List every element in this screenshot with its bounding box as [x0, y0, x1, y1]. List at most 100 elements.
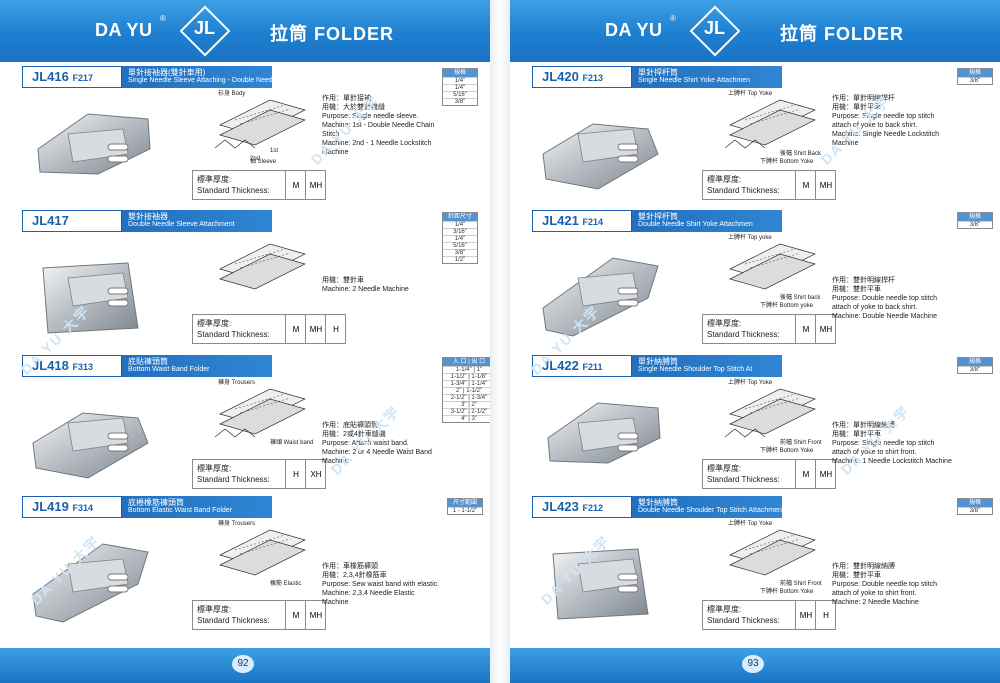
page-gutter — [490, 0, 510, 683]
folder-guide-shape — [577, 558, 639, 593]
chinese-name: 單針捍杆筒 — [638, 68, 678, 77]
stitch-line — [744, 534, 796, 551]
model-code-tab — [22, 210, 122, 232]
english-name: Single Needle Sleeve Attaching - Double … — [128, 77, 311, 84]
model-code-tab — [532, 355, 632, 377]
thickness-value: H — [325, 315, 346, 343]
page-number: 92 — [232, 655, 254, 673]
fabric-fold-diagram — [729, 243, 816, 290]
model-sub-code: F211 — [582, 362, 603, 372]
fabric-fold-diagram — [219, 243, 306, 290]
thickness-label: 標準厚度:Standard Thickness: — [707, 174, 780, 196]
thickness-value: M — [285, 171, 306, 199]
thickness-value: MH — [815, 171, 836, 199]
thickness-value: M — [285, 601, 306, 629]
page-number: 93 — [742, 655, 764, 673]
thickness-label: 標準厚度:Standard Thickness: — [707, 463, 780, 485]
size-table-row: 3/8" — [443, 249, 477, 256]
stitch-line — [239, 252, 291, 269]
thickness-label-en: Standard Thickness: — [707, 330, 780, 339]
mounting-slot-shape — [107, 299, 129, 307]
stitch-line — [744, 248, 796, 265]
purpose-line: Machine: 2,3,4 Needle Elastic Machine — [322, 590, 415, 606]
mounting-slot-shape — [617, 143, 639, 151]
fabric-fold-diagram — [729, 529, 816, 576]
stitch-line — [749, 397, 801, 414]
purpose-line: Purpose: Double needle top stitch attach… — [832, 581, 938, 597]
size-table-header: 針距尺寸 — [443, 213, 477, 221]
purpose-line: 作用：雙針明線納膊 — [832, 563, 895, 570]
thickness-label-zh: 標準厚度: — [707, 605, 742, 614]
size-table-header: 規格 — [958, 499, 992, 507]
diagram-label: 褲頭 Waist band — [270, 440, 314, 446]
model-sub-code: F213 — [582, 73, 603, 83]
purpose-line: Purpose: Single needle top stitch attach… — [832, 440, 935, 456]
fabric-fold-diagram — [214, 99, 306, 149]
folder-guide-shape — [577, 272, 639, 307]
stitch-line — [234, 248, 286, 265]
stitch-line — [744, 393, 796, 410]
stitch-line — [239, 108, 291, 125]
diagram-label: 褲身 Trousers — [218, 521, 256, 527]
size-table-row: 2-1/2" | 1-3/4" — [443, 394, 490, 401]
purpose-line: Purpose: Single needle top stitch attach… — [832, 113, 935, 129]
size-table-header: 規格 — [958, 358, 992, 366]
header-title: 拉筒 FOLDER — [780, 24, 904, 44]
thickness-label: 標準厚度:Standard Thickness: — [197, 463, 270, 485]
mounting-slot-shape — [107, 573, 129, 581]
thickness-value: H — [285, 460, 306, 488]
purpose-line: Purpose: Double needle top stitch attach… — [832, 295, 938, 311]
mounting-slot-shape — [617, 585, 639, 593]
diagram-label: 後幅 Shirt back — [780, 295, 821, 301]
chinese-name: 底捲橡筋褲頭筒 — [128, 498, 184, 507]
english-name: Single Needle Shoulder Top Stitch At — [638, 366, 753, 373]
stitch-line — [239, 538, 291, 555]
folder-part-photo — [32, 543, 149, 623]
fabric-layer-shape — [219, 539, 306, 576]
model-code: JL421 F214 — [542, 213, 603, 228]
diagram-label: 下膊杆 Bottom Yoke — [760, 448, 814, 454]
thickness-label: 標準厚度:Standard Thickness: — [197, 604, 270, 626]
purpose-line: 作用：底貼褲頭筒 — [322, 422, 378, 429]
model-sub-code: F217 — [72, 73, 93, 83]
folder-guide-shape — [577, 417, 639, 452]
registered-mark: ® — [670, 14, 676, 23]
purpose-line: Purpose: Attach waist band. — [322, 440, 409, 447]
purpose-line: 用機：雙針平車 — [832, 572, 881, 579]
left-header: DA YU ® JL 拉筒 FOLDER — [0, 0, 490, 62]
size-table-header: 尺寸範圍 — [448, 499, 482, 507]
diagram-label: 上膊杆 Top Yoke — [728, 380, 773, 386]
model-code-tab — [22, 496, 122, 518]
size-table-row: 3/8" — [958, 366, 992, 373]
model-code: JL419 F314 — [32, 499, 93, 514]
thickness-value: MH — [305, 315, 326, 343]
size-table-row: 3/8" — [958, 77, 992, 84]
purpose-line: 作用：單針明線捍杆 — [832, 95, 895, 102]
model-code: JL417 — [32, 213, 69, 228]
thickness-label: 標準厚度:Standard Thickness: — [197, 174, 270, 196]
size-table-row: 3/8" — [958, 221, 992, 228]
folder-part-photo — [547, 402, 661, 464]
brand-name: DA YU — [605, 20, 663, 40]
thickness-value: M — [795, 171, 816, 199]
mounting-slot-shape — [617, 299, 639, 307]
thickness-value: MH — [815, 315, 836, 343]
purpose-line: Machine: 2 or 4 Needle Waist Band Machin… — [322, 449, 432, 465]
